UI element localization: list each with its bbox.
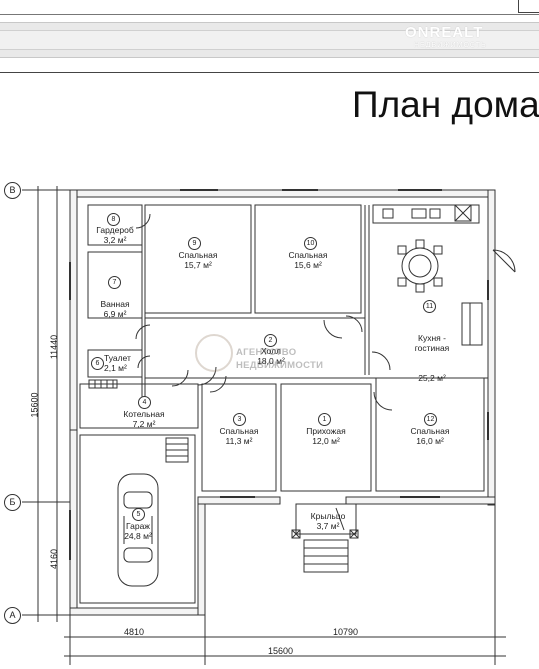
porch-name: Крыльцо: [310, 511, 346, 521]
room-1-area: 12,0 м²: [312, 436, 340, 446]
room-5-name: Гараж: [126, 521, 150, 531]
room-11-number: 11: [423, 300, 436, 313]
room-6-label: Туалет 2,1 м²: [104, 353, 144, 373]
room-1-number: 1: [318, 413, 331, 426]
dim-bottom-total: 15600: [268, 646, 294, 656]
room-10-label: Спальная 15,6 м²: [255, 250, 361, 270]
room-12-name: Спальная: [410, 426, 450, 436]
dim-left-total: 15600: [29, 392, 40, 418]
dim-bottom-left: 4810: [124, 627, 145, 637]
room-12-label: Спальная 16,0 м²: [390, 426, 470, 446]
room-12-area: 16,0 м²: [416, 436, 444, 446]
gray-band-inner: [0, 30, 539, 50]
room-9-name: Спальная: [178, 250, 218, 260]
watermark-text: АГЕНТСТВО НЕДВИЖИМОСТИ: [236, 346, 323, 372]
room-4-label: Котельная 7,2 м²: [104, 409, 184, 429]
room-7-name: Ванная: [100, 299, 130, 309]
room-7-label: Ванная 6,9 м²: [88, 299, 142, 319]
plan-title: План дома: [352, 84, 539, 125]
room-3-number: 3: [233, 413, 246, 426]
room-9-number: 9: [188, 237, 201, 250]
axis-marker-b: Б: [4, 494, 21, 511]
header-rule: [0, 72, 539, 73]
room-3-area: 11,3 м²: [225, 436, 253, 446]
room-10-name: Спальная: [288, 250, 328, 260]
watermark-logo-icon: [195, 334, 233, 372]
watermark-brand: ONREALT: [405, 24, 484, 41]
room-1-label: Прихожая 12,0 м²: [281, 426, 371, 446]
room-12-number: 12: [424, 413, 437, 426]
room-2-number: 2: [264, 334, 277, 347]
room-5-number: 5: [132, 508, 145, 521]
room-4-name: Котельная: [123, 409, 165, 419]
watermark-line1: АГЕНТСТВО: [236, 347, 297, 358]
room-2-name: Холл: [260, 346, 282, 356]
room-5-area: 24,8 м²: [124, 531, 152, 541]
room-9-area: 15,7 м²: [184, 260, 212, 270]
room-7-number: 7: [108, 276, 121, 289]
dim-left-top: 11440: [49, 334, 60, 360]
room-10-number: 10: [304, 237, 317, 250]
room-7-area: 6,9 м²: [103, 309, 127, 319]
axis-marker-a: А: [4, 607, 21, 624]
axis-marker-v: В: [4, 182, 21, 199]
room-8-label: Гардероб 3,2 м²: [88, 225, 142, 245]
watermark-line2: НЕДВИЖИМОСТИ: [236, 360, 324, 371]
room-6-area: 2,1 м²: [104, 363, 127, 373]
watermark-brand-sub: НЕДВИЖИМОСТЬ: [414, 42, 487, 49]
top-rule: [0, 14, 539, 15]
room-8-name: Гардероб: [96, 225, 134, 235]
room-11-area: 25,2 м²: [418, 373, 446, 383]
room-2-area: 18,0 м²: [257, 356, 285, 366]
room-8-number: 8: [107, 213, 120, 226]
dim-left-bottom: 4160: [49, 548, 60, 570]
room-6-number: 6: [91, 357, 104, 370]
porch-label: Крыльцо 3,7 м²: [296, 511, 360, 531]
dim-bottom-right: 10790: [333, 627, 359, 637]
room-8-area: 3,2 м²: [103, 235, 127, 245]
header-band: ONREALT НЕДВИЖИМОСТЬ: [0, 0, 539, 74]
room-11-label: Кухня - гостиная 25,2 м²: [392, 313, 472, 393]
room-4-area: 7,2 м²: [132, 419, 156, 429]
room-6-name: Туалет: [104, 353, 131, 363]
room-1-name: Прихожая: [306, 426, 346, 436]
room-3-label: Спальная 11,3 м²: [202, 426, 276, 446]
room-11-name: Кухня - гостиная: [414, 333, 450, 353]
room-9-label: Спальная 15,7 м²: [145, 250, 251, 270]
room-10-area: 15,6 м²: [294, 260, 322, 270]
room-5-label: Гараж 24,8 м²: [105, 521, 171, 541]
porch-area: 3,7 м²: [316, 521, 340, 531]
room-3-name: Спальная: [219, 426, 259, 436]
room-4-number: 4: [138, 396, 151, 409]
room-2-label: Холл 18,0 м²: [236, 346, 306, 366]
corner-box: [518, 0, 539, 13]
